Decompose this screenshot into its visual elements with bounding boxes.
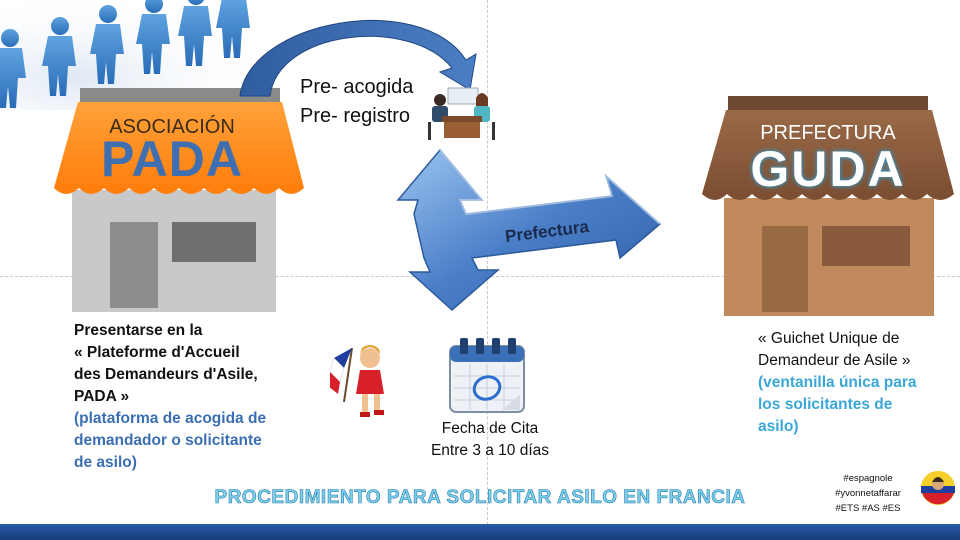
hashtag-1: #espagnole — [843, 473, 893, 484]
hashtag-3: #ETS #AS #ES — [835, 503, 901, 514]
pada-line-2: « Plateforme d'Accueil — [74, 344, 240, 361]
hashtag-2: #yvonnetaffarar — [835, 488, 901, 499]
pre-registro-label: Pre- registro — [300, 105, 411, 127]
pada-es-line-1: (plataforma de acogida de — [74, 410, 267, 427]
guda-es-line-2: los solicitantes de — [758, 396, 893, 413]
guda-description: « Guichet Unique de Demandeur de Asile »… — [758, 328, 958, 438]
pada-line-4: PADA » — [74, 388, 130, 405]
girl-with-french-flag-icon — [330, 345, 384, 417]
appointment-date-text: Fecha de Cita Entre 3 a 10 días — [420, 418, 560, 462]
curved-arrow — [239, 20, 477, 97]
pada-big-title: PADA — [101, 131, 243, 187]
profile-avatar-icon — [921, 471, 955, 505]
pada-es-line-3: de asilo) — [74, 454, 137, 471]
footer-title: PROCEDIMIENTO PARA SOLICITAR ASILO EN FR… — [214, 487, 746, 509]
guda-es-line-3: asilo) — [758, 418, 799, 435]
guda-shop — [702, 96, 954, 316]
pada-small-title: ASOCIACIÓN — [109, 116, 235, 138]
fecha-line-2: Entre 3 a 10 días — [430, 442, 550, 459]
prefectura-arrow — [396, 148, 662, 312]
guda-line-1: « Guichet Unique de — [758, 330, 900, 347]
pada-description: Presentarse en la « Plateforme d'Accueil… — [74, 320, 334, 474]
pre-acogida-label: Pre- acogida — [300, 76, 414, 98]
guda-line-2: Demandeur de Asile » — [758, 352, 911, 369]
fecha-line-1: Fecha de Cita — [441, 420, 539, 437]
pada-line-1: Presentarse en la — [74, 322, 203, 339]
guda-big-title: GUDA — [750, 141, 906, 197]
guda-es-line-1: (ventanilla única para — [758, 374, 917, 391]
hashtags: #espagnole #yvonnetaffarar #ETS #AS #ES — [818, 471, 918, 516]
pada-line-3: des Demandeurs d'Asile, — [74, 366, 258, 383]
pada-shop — [54, 88, 304, 312]
reception-desk-icon — [428, 87, 495, 140]
calendar-icon — [449, 338, 525, 413]
pada-es-line-2: demandador o solicitante — [74, 432, 262, 449]
guda-small-title: PREFECTURA — [760, 122, 896, 144]
bottom-bar — [0, 524, 960, 540]
